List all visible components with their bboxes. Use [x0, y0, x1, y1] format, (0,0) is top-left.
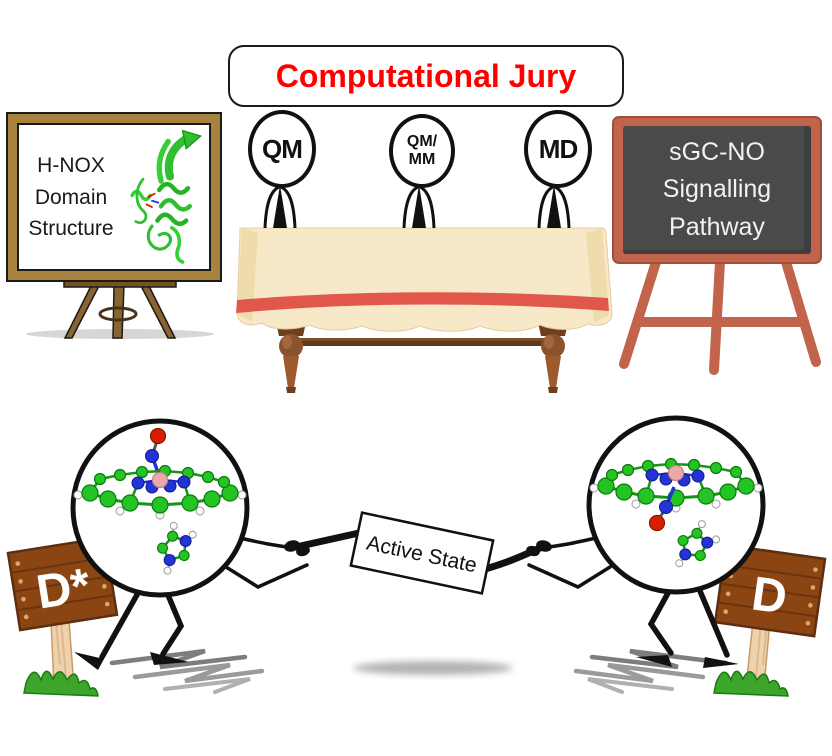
blackboard-caption: sGC-NO Signalling Pathway: [663, 134, 771, 247]
whiteboard-caption: H-NOX Domain Structure: [21, 150, 121, 245]
juror-qm-label: QM: [262, 133, 303, 164]
ground-shadow: [353, 661, 513, 675]
title-text: Computational Jury: [275, 57, 577, 94]
protein-ribbon-icon: [130, 129, 202, 264]
juror-qmmm-label-line1: QM/: [406, 133, 438, 151]
right-sign-plank: D: [713, 543, 827, 638]
whiteboard-line-3: Structure: [28, 216, 114, 240]
juror-qmmm-label-line2: MM: [408, 151, 436, 168]
tug-of-war-scene: D* D: [6, 415, 827, 697]
whiteboard-line-2: Domain: [34, 185, 108, 209]
right-sign-label: D: [748, 567, 790, 624]
right-figure-legs: [647, 588, 730, 658]
whiteboard: H-NOX Domain Structure: [6, 112, 222, 282]
jury-table-icon: [236, 227, 613, 393]
left-figure-shadow: [109, 648, 265, 694]
blackboard-easel-icon: [619, 258, 821, 375]
juror-md-label: MD: [538, 133, 578, 164]
juror-qm-head: QM: [248, 110, 316, 188]
left-sign-label: D*: [33, 559, 94, 620]
blackboard-line-2: Signalling: [662, 175, 772, 204]
whiteboard-surface: H-NOX Domain Structure: [17, 123, 211, 271]
left-heme-no-molecule: [72, 427, 248, 577]
juror-md-head: MD: [524, 110, 592, 188]
left-figure: [70, 418, 310, 670]
rope-placard: Active State: [349, 511, 495, 595]
right-sign: D: [713, 543, 827, 697]
blackboard-line-1: sGC-NO: [669, 137, 765, 166]
right-figure: [526, 415, 766, 668]
blackboard: sGC-NO Signalling Pathway: [612, 116, 822, 264]
blackboard-line-3: Pathway: [669, 212, 765, 241]
right-sign-grass: [713, 670, 789, 697]
whiteboard-easel-icon: [26, 273, 214, 339]
title-banner: Computational Jury: [228, 45, 624, 107]
right-heme-no-molecule: [588, 457, 764, 576]
blackboard-surface: sGC-NO Signalling Pathway: [623, 126, 811, 254]
juror-qmmm-head: QM/ MM: [389, 114, 455, 188]
left-figure-legs: [99, 590, 185, 660]
left-sign-grass: [23, 670, 99, 697]
whiteboard-line-1: H-NOX: [37, 153, 105, 177]
tablecloth: [236, 227, 613, 332]
